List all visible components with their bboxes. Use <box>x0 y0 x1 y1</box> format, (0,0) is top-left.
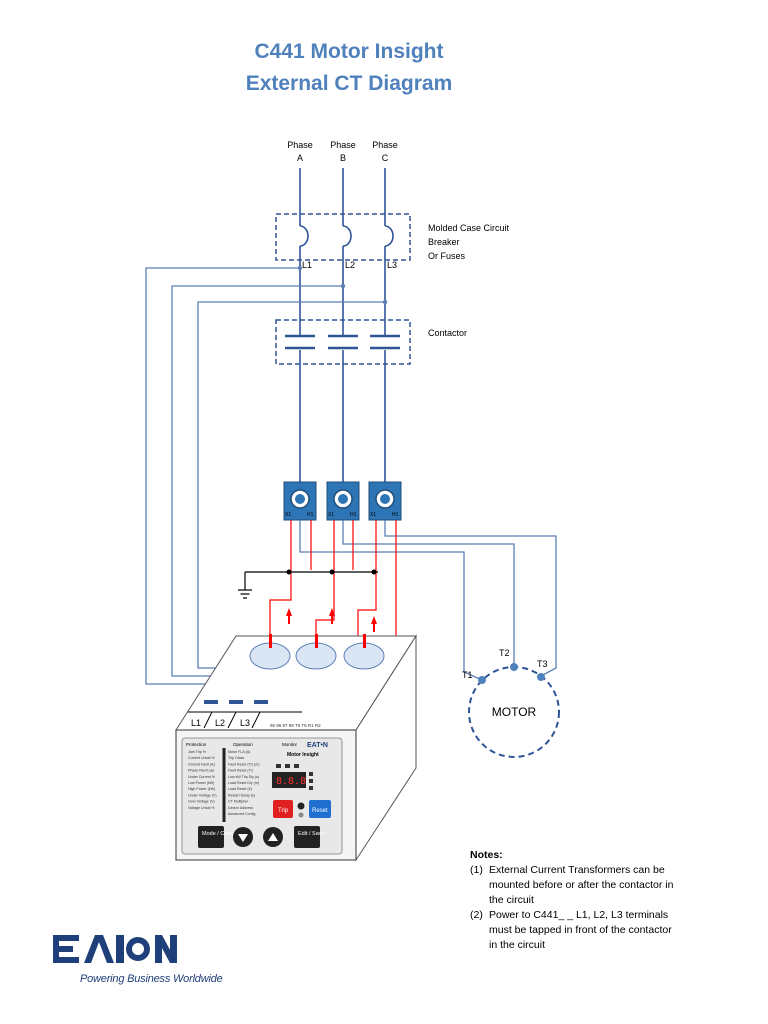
phase-a-label: Phase <box>287 140 313 150</box>
phase-b-label: Phase <box>330 140 356 150</box>
motor: MOTOR T1 T2 T3 <box>462 648 560 758</box>
ct-a-h1-label: H1 <box>307 512 314 518</box>
protection-item: Phase Rev/Loss <box>188 769 214 773</box>
operation-item: Load Reset Dly (m) <box>228 781 259 785</box>
relay-display: 8.8.8 <box>276 776 306 787</box>
ct-phase-b <box>326 481 360 521</box>
monitor-header: Monitor <box>282 742 298 747</box>
up-arrow-icon <box>268 833 278 841</box>
protection-item: Current Unbal % <box>188 756 215 760</box>
relay-brand: EAT•N <box>307 742 328 749</box>
breaker-label-2: Breaker <box>428 237 460 247</box>
mode-cancel-button[interactable] <box>198 826 224 848</box>
operation-item: Low kW Trip Dly (s) <box>228 775 259 779</box>
reset-button[interactable] <box>309 800 331 818</box>
ct-input-arrows <box>286 608 377 632</box>
protection-header: Protection <box>186 742 207 747</box>
edit-save-button[interactable] <box>294 826 320 848</box>
motor-load-wires <box>299 520 557 681</box>
protection-item: Over Voltage (V) <box>188 800 215 804</box>
ct-phase-c <box>368 481 402 521</box>
ct-b-h1-label: H1 <box>350 512 357 518</box>
protection-item: Ground Fault (A) <box>188 762 215 766</box>
operation-item: Motor FLA (A) <box>228 750 250 754</box>
trip-button-label: Trip <box>278 808 289 814</box>
ct-phase-a <box>283 481 317 521</box>
down-arrow-icon <box>238 834 248 842</box>
relay-top-terminals: 95 96 97 98 T5 T6 R1 R2 <box>270 723 321 728</box>
protection-item: Voltage Unbal % <box>188 806 215 810</box>
note-text: External Current Transformers can be mou… <box>489 864 674 906</box>
note-number: (2) <box>470 909 483 921</box>
note-number: (1) <box>470 864 483 876</box>
motor-label: MOTOR <box>492 705 537 719</box>
relay-product: Motor Insight <box>287 752 319 758</box>
current-transformers: X1 H1 X1 H1 X1 H1 <box>283 481 402 521</box>
motor-terminal-t1: T1 <box>462 670 473 680</box>
breaker-label-1: Molded Case Circuit <box>428 223 510 233</box>
breaker-terminal-l1: L1 <box>302 260 312 270</box>
operation-item: Load Reset (#) <box>228 787 252 791</box>
diagram-title-line2: External CT Diagram <box>245 72 453 95</box>
protection-item: Under Current % <box>188 775 216 779</box>
relay-terminal-l2: L2 <box>215 718 225 728</box>
contactor-label: Contactor <box>428 328 467 338</box>
breaker-terminal-l2: L2 <box>345 260 355 270</box>
ct-c-h1-label: H1 <box>392 512 399 518</box>
ground-junctions <box>286 569 377 575</box>
trip-button[interactable] <box>273 800 293 818</box>
operation-item: Advanced Config <box>228 812 255 816</box>
ground-bus <box>238 571 378 599</box>
protection-item: High Power (kW) <box>188 787 215 791</box>
notes-title: Notes: <box>470 849 503 861</box>
relay-terminal-l3: L3 <box>240 718 250 728</box>
edit-save-label: Edit / Save <box>298 831 325 837</box>
relay-terminal-l1: L1 <box>191 718 201 728</box>
protection-item: Jam Trip % <box>188 750 207 754</box>
ct-a-x1-label: X1 <box>285 512 291 518</box>
note-text: Power to C441_ _ L1, L2, L3 terminals mu… <box>489 909 672 951</box>
operation-item: Fault Reset (Tr) (m) <box>228 762 259 766</box>
operation-item: Device Address <box>228 806 253 810</box>
operation-header: Operation <box>233 742 253 747</box>
phase-c-label: Phase <box>372 140 398 150</box>
mode-cancel-label: Mode / Cancel <box>202 831 237 837</box>
motor-insight-relay: L1 L2 L3 95 96 97 98 T5 T6 R1 R2 Protect… <box>175 634 417 862</box>
breaker-terminal-l3: L3 <box>387 260 397 270</box>
contactor-box <box>275 319 411 365</box>
breaker-box <box>275 213 411 261</box>
protection-item: Under Voltage (V) <box>188 793 217 797</box>
operation-item: Trip Class <box>228 756 244 760</box>
motor-terminal-t2: T2 <box>499 648 510 658</box>
notes-section: Notes: (1) External Current Transformers… <box>470 848 680 953</box>
diagram-title-line1: C441 Motor Insight <box>254 40 444 63</box>
phase-c-letter: C <box>382 153 389 163</box>
ct-b-x1-label: X1 <box>328 512 334 518</box>
operation-item: Restart Delay (s) <box>228 793 255 797</box>
operation-item: CT Multiplier <box>228 800 249 804</box>
reset-button-label: Reset <box>312 808 328 814</box>
note-item: (2) Power to C441_ _ L1, L2, L3 terminal… <box>470 908 680 953</box>
phase-lines <box>299 168 394 482</box>
ct-c-x1-label: X1 <box>370 512 376 518</box>
phase-labels: Phase A Phase B Phase C <box>287 140 398 163</box>
protection-item: Low Power (kW) <box>188 781 214 785</box>
eaton-tagline: Powering Business Worldwide <box>80 973 223 985</box>
eaton-logo <box>53 935 177 963</box>
motor-terminal-t3: T3 <box>537 659 548 669</box>
breaker-label-3: Or Fuses <box>428 251 466 261</box>
phase-b-letter: B <box>340 153 346 163</box>
phase-a-letter: A <box>297 153 303 163</box>
operation-item: Fault Reset (Tr) <box>228 769 253 773</box>
note-item: (1) External Current Transformers can be… <box>470 863 680 908</box>
contactor-plates <box>285 334 400 350</box>
